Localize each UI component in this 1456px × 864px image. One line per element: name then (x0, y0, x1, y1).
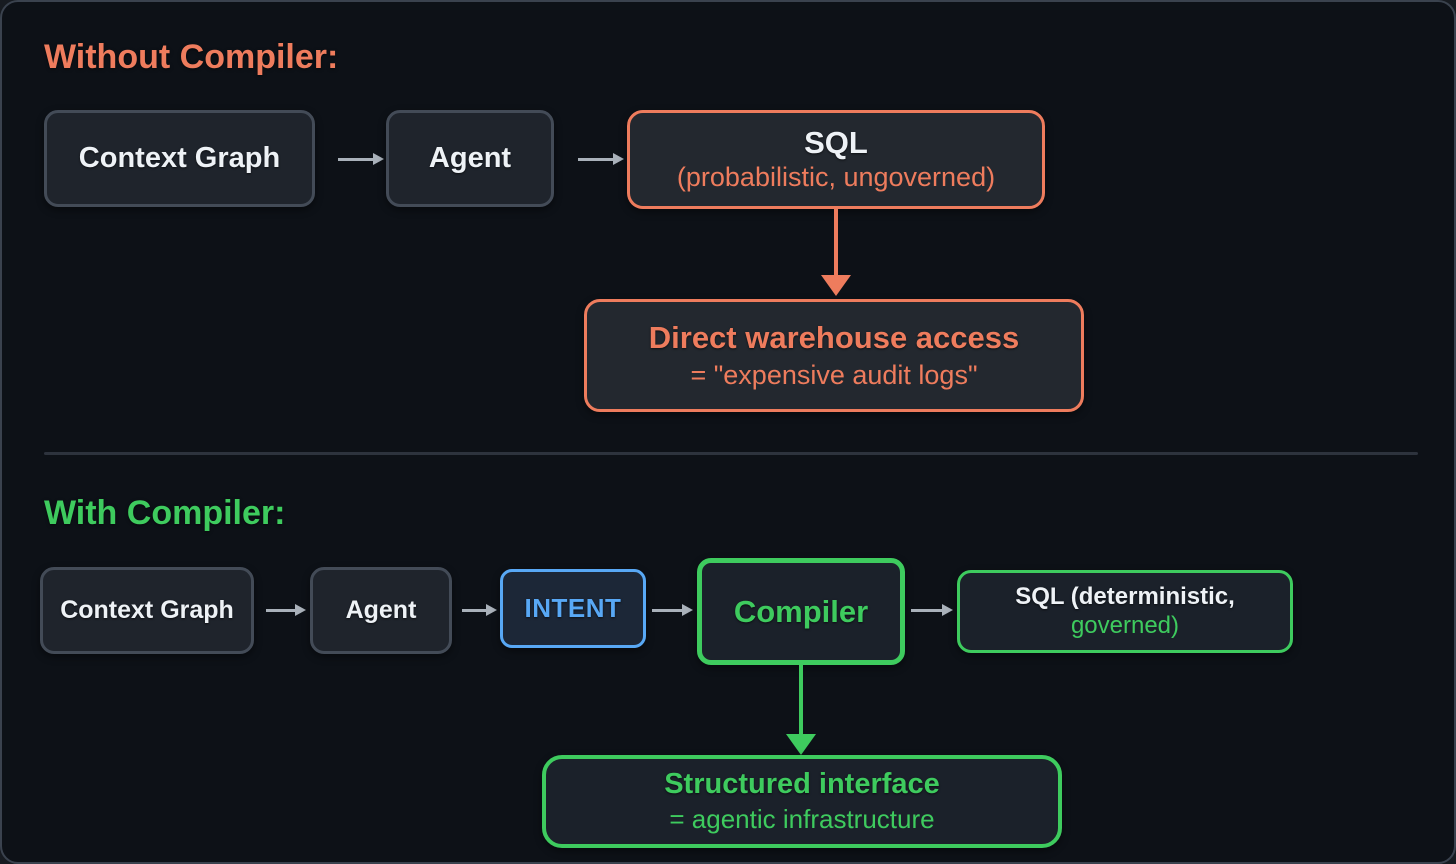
section-title-with-compiler: With Compiler: (44, 494, 286, 532)
node-label: Compiler (733, 593, 869, 629)
node-label: SQL (804, 125, 868, 161)
result-subtitle: = "expensive audit logs" (690, 360, 978, 391)
node-sql-ungoverned: SQL (probabilistic, ungoverned) (627, 110, 1045, 209)
arrow-right-icon (652, 609, 683, 612)
node-label: Agent (428, 142, 512, 174)
section-title-without-compiler: Without Compiler: (44, 38, 339, 76)
node-label: Agent (345, 596, 417, 624)
node-context-graph-1: Context Graph (44, 110, 315, 207)
result-subtitle: = agentic infrastructure (669, 804, 935, 835)
result-title: Direct warehouse access (648, 319, 1020, 355)
arrow-right-icon (266, 609, 296, 612)
arrow-head (786, 734, 816, 755)
node-label-line1: SQL (deterministic, (1015, 582, 1235, 610)
node-intent: INTENT (500, 569, 646, 648)
arrow-line (834, 209, 838, 276)
node-sublabel: (probabilistic, ungoverned) (676, 162, 996, 193)
node-agent-1: Agent (386, 110, 554, 207)
node-structured-interface: Structured interface = agentic infrastru… (542, 755, 1062, 848)
arrow-line (799, 665, 803, 734)
node-label-line2: governed) (1070, 611, 1180, 639)
arrow-right-icon (578, 158, 614, 161)
result-title: Structured interface (664, 767, 940, 800)
arrow-right-icon (911, 609, 943, 612)
node-label: Context Graph (60, 596, 234, 624)
section-divider (44, 452, 1418, 455)
arrow-head (821, 275, 851, 296)
node-compiler: Compiler (697, 558, 905, 665)
arrow-right-icon (462, 609, 487, 612)
node-label: INTENT (524, 593, 622, 623)
arrow-right-icon (338, 158, 374, 161)
node-agent-2: Agent (310, 567, 452, 654)
node-sql-governed: SQL (deterministic, governed) (957, 570, 1293, 653)
node-context-graph-2: Context Graph (40, 567, 254, 654)
node-direct-warehouse-access: Direct warehouse access = "expensive aud… (584, 299, 1084, 412)
node-label: Context Graph (78, 142, 281, 174)
